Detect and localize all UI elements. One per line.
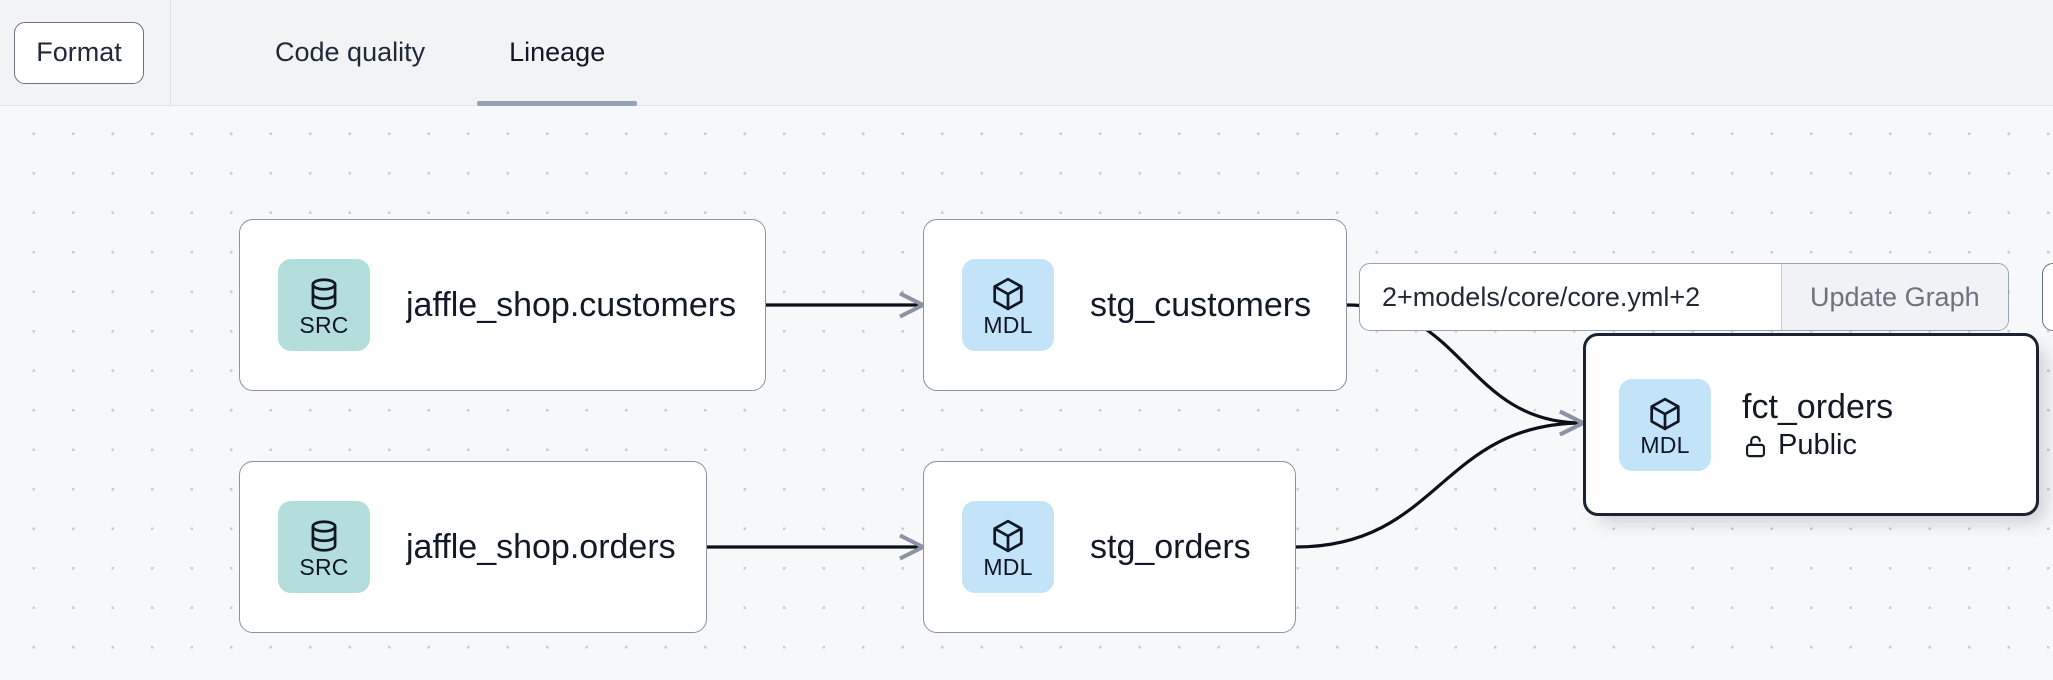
node-badge-label: MDL bbox=[1640, 431, 1690, 458]
database-icon bbox=[311, 278, 337, 310]
lineage-node-jaffle-shop-orders[interactable]: SRC jaffle_shop.orders bbox=[239, 461, 707, 633]
node-title: stg_customers bbox=[1090, 285, 1312, 324]
node-title: fct_orders bbox=[1742, 387, 1894, 426]
node-badge-label: SRC bbox=[299, 312, 349, 338]
lineage-node-fct-orders[interactable]: MDL fct_orders Public bbox=[1583, 333, 2039, 516]
graph-options-button[interactable] bbox=[2042, 263, 2053, 331]
node-body: jaffle_shop.orders bbox=[406, 528, 676, 566]
node-badge-src: SRC bbox=[278, 501, 370, 593]
node-body: stg_customers bbox=[1090, 286, 1311, 324]
tab-code-quality[interactable]: Code quality bbox=[275, 37, 426, 67]
database-icon bbox=[311, 520, 337, 552]
node-title: jaffle_shop.customers bbox=[406, 285, 737, 324]
lineage-canvas[interactable]: SRC jaffle_shop.customers MDL stg_custom… bbox=[0, 106, 2053, 680]
node-badge-label: MDL bbox=[983, 554, 1033, 580]
dbt-selector-input[interactable] bbox=[1360, 264, 1781, 330]
node-badge-mdl: MDL bbox=[962, 501, 1054, 593]
node-badge-mdl: MDL bbox=[1619, 378, 1711, 471]
node-badge-label: SRC bbox=[299, 554, 349, 580]
update-graph-button[interactable]: Update Graph bbox=[1781, 264, 2008, 330]
node-body: stg_orders bbox=[1090, 528, 1251, 566]
lineage-node-jaffle-shop-customers[interactable]: SRC jaffle_shop.customers bbox=[239, 219, 766, 391]
node-body: fct_orders Public bbox=[1742, 388, 1893, 462]
editor-toolbar: Format Code quality Lineage bbox=[0, 0, 2053, 106]
node-badge-src: SRC bbox=[278, 259, 370, 351]
node-access-badge: Public bbox=[1742, 428, 1893, 462]
node-access-label: Public bbox=[1778, 428, 1857, 461]
toolbar-left-group: Format bbox=[0, 0, 171, 106]
graph-selector-control: Update Graph bbox=[1359, 263, 2009, 331]
tab-lineage[interactable]: Lineage bbox=[467, 0, 647, 106]
node-badge-mdl: MDL bbox=[962, 259, 1054, 351]
tab-bar: Code quality Lineage bbox=[171, 0, 647, 106]
format-button[interactable]: Format bbox=[14, 21, 144, 84]
cube-icon bbox=[993, 277, 1023, 311]
node-badge-label: MDL bbox=[983, 312, 1033, 338]
unlock-icon bbox=[1745, 435, 1766, 457]
node-title: stg_orders bbox=[1090, 527, 1251, 566]
node-title: jaffle_shop.orders bbox=[406, 527, 676, 566]
cube-icon bbox=[1650, 397, 1680, 430]
node-body: jaffle_shop.customers bbox=[406, 286, 736, 324]
lineage-node-stg-customers[interactable]: MDL stg_customers bbox=[923, 219, 1347, 391]
lineage-node-stg-orders[interactable]: MDL stg_orders bbox=[923, 461, 1296, 633]
cube-icon bbox=[993, 519, 1023, 553]
edge-stg-orders-to-fct bbox=[1295, 423, 1583, 549]
